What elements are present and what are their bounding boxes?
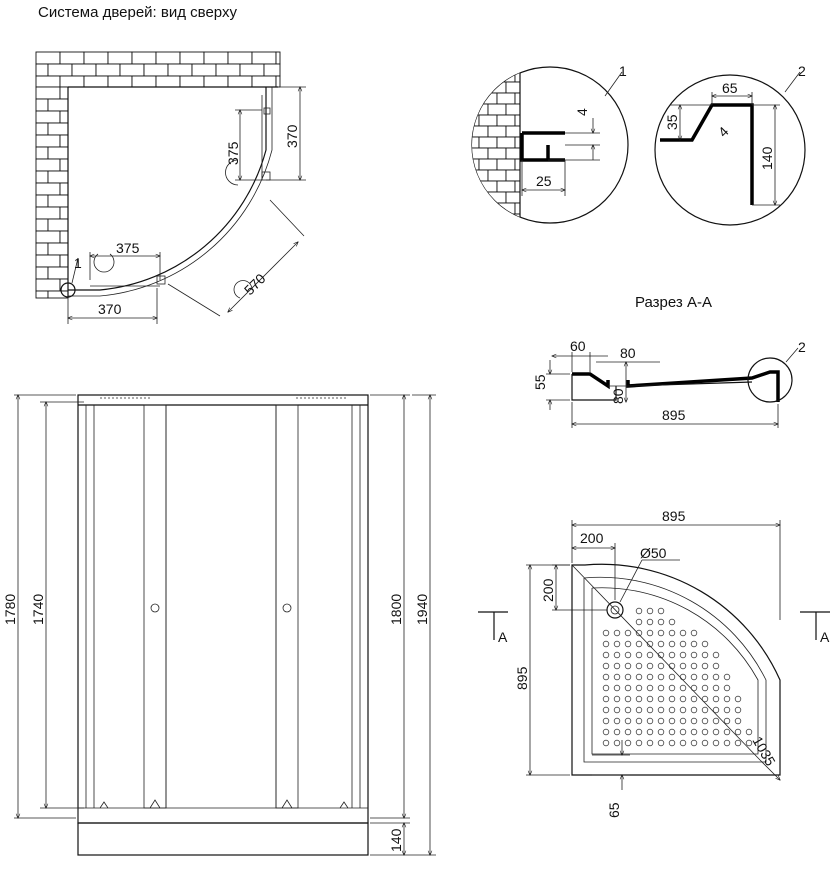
front-dim-1740: 1740 [30, 594, 46, 625]
tray-dim-200-x: 200 [580, 530, 604, 546]
detail-2-callout: 2 [798, 63, 806, 79]
front-dim-1780: 1780 [2, 594, 18, 625]
front-dim-1940: 1940 [414, 594, 430, 625]
top-dim-375-right: 375 [225, 141, 241, 165]
section-callout-2: 2 [798, 339, 806, 355]
detail-1-dim-4: 4 [574, 108, 590, 116]
top-dim-370-horizontal: 370 [98, 301, 122, 317]
detail-1: 4 25 1 [471, 63, 629, 224]
front-dim-1800: 1800 [388, 594, 404, 625]
front-dim-140: 140 [388, 828, 404, 852]
tray-anti-slip-pattern [602, 607, 753, 747]
section-dim-80-vertical: 80 [610, 388, 626, 404]
top-dim-375-bottom: 375 [116, 240, 140, 256]
detail-2-dim-65: 65 [722, 80, 738, 96]
detail-2-dim-4: 4 [715, 123, 732, 140]
front-view: 1780 1740 1800 1940 140 [2, 394, 436, 856]
detail-2-dim-140: 140 [759, 146, 775, 170]
top-dim-370-vertical: 370 [284, 124, 300, 148]
top-dim-570-radius: 570 [241, 270, 269, 298]
top-callout-1: 1 [74, 255, 82, 271]
brick-wall [35, 51, 281, 299]
top-view-title: Система дверей: вид сверху [38, 4, 237, 21]
top-view: 1 370 375 375 370 570 [35, 51, 306, 324]
section-aa: 2 60 80 55 80 895 [532, 338, 806, 428]
section-aa-title: Разрез А-А [635, 294, 712, 311]
tray-dim-200-y: 200 [540, 578, 556, 602]
tray-plan: 1035 895 200 Ø50 200 895 65 A A [478, 508, 830, 818]
tray-dim-65: 65 [606, 802, 622, 818]
section-dim-55: 55 [532, 374, 548, 390]
section-dim-60: 60 [570, 338, 586, 354]
tray-dim-1035: 1035 [749, 734, 779, 769]
section-dim-80-top: 80 [620, 345, 636, 361]
detail-2-dim-35: 35 [664, 114, 680, 130]
detail-1-brick-wall [472, 67, 521, 223]
detail-2: 65 35 4 140 2 [654, 63, 806, 226]
detail-1-callout: 1 [619, 63, 627, 79]
detail-1-dim-25: 25 [536, 173, 552, 189]
tray-dim-diameter-50: Ø50 [640, 545, 667, 561]
tray-dim-895-left: 895 [514, 666, 530, 690]
section-marker-left: A [498, 629, 508, 645]
tray-dim-895-top: 895 [662, 508, 686, 524]
section-marker-right: A [820, 629, 830, 645]
section-dim-895: 895 [662, 407, 686, 423]
